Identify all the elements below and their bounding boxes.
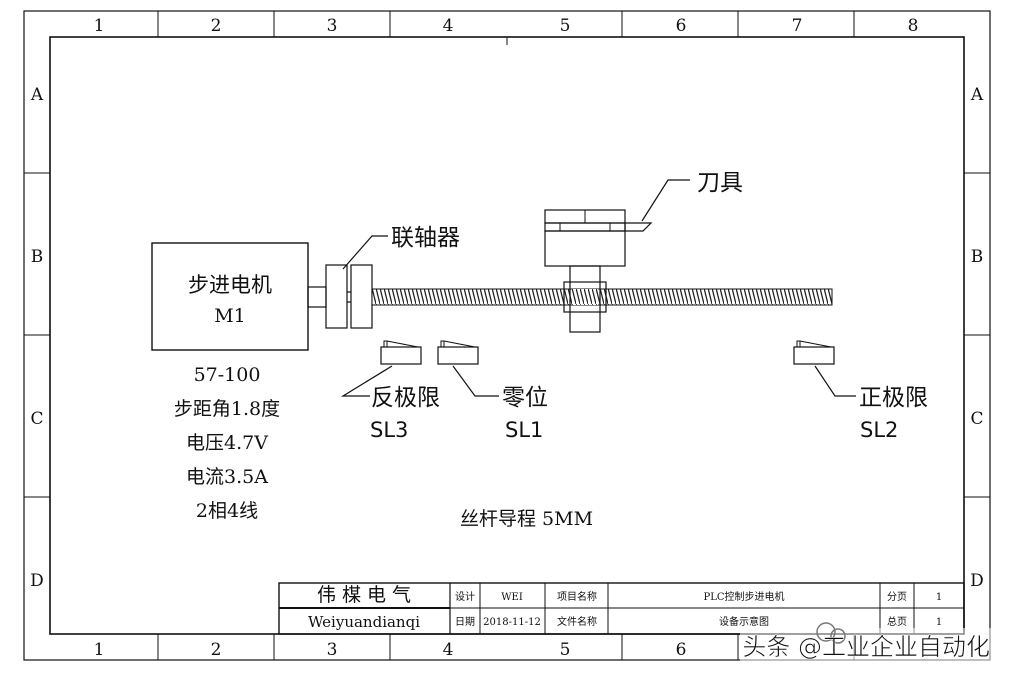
carriage-block <box>544 230 626 267</box>
col-label-top-2: 2 <box>211 16 222 36</box>
row-label-right-a: A <box>970 85 984 105</box>
motor-shaft <box>307 286 327 308</box>
tool-blade <box>624 222 653 232</box>
limit-switch-sl2 <box>793 340 835 365</box>
col-label-top-8: 8 <box>908 16 919 36</box>
sheet-value: 1 <box>936 592 942 603</box>
design-label: 设计 <box>455 590 475 603</box>
outer-frame <box>23 10 991 661</box>
total-value: 1 <box>936 617 942 628</box>
company-name: 伟 楳 电 气 <box>317 584 411 606</box>
col-label-bottom-3: 3 <box>327 640 338 660</box>
motor-spec-voltage: 电压4.7V <box>186 432 268 454</box>
coupling-right-half <box>350 264 373 329</box>
zero-id: SL1 <box>505 418 543 442</box>
file-label: 文件名称 <box>557 615 597 628</box>
col-label-bottom-1: 1 <box>94 640 105 660</box>
col-label-bottom-4: 4 <box>443 640 454 660</box>
col-label-top-3: 3 <box>327 16 338 36</box>
zero-label: 零位 <box>502 385 548 411</box>
motor-spec-wiring: 2相4线 <box>196 500 258 522</box>
date-value: 2018-11-12 <box>483 617 541 628</box>
company-pinyin: Weiyuandianqi <box>308 613 420 631</box>
row-label-left-a: A <box>30 85 44 105</box>
row-label-left-b: B <box>31 247 44 267</box>
pos-limit-label: 正极限 <box>859 385 928 411</box>
file-value: 设备示意图 <box>719 615 769 628</box>
motor-spec-model: 57-100 <box>194 364 261 386</box>
col-label-bottom-6: 6 <box>676 640 687 660</box>
row-label-left-d: D <box>30 571 44 591</box>
pos-limit-id: SL2 <box>860 418 898 442</box>
title-block <box>278 582 965 635</box>
watermark-text: 头条 @工业企业自动化 <box>742 633 990 661</box>
col-label-top-1: 1 <box>94 16 105 36</box>
date-label: 日期 <box>455 616 475 628</box>
sheet-label: 分页 <box>887 591 907 603</box>
col-label-top-6: 6 <box>676 16 687 36</box>
total-label: 总页 <box>887 615 907 628</box>
lead-screw <box>371 288 833 306</box>
watermark-logo-icon <box>816 622 846 644</box>
col-label-bottom-2: 2 <box>211 640 222 660</box>
watermark: 头条 @工业企业自动化 <box>740 622 995 662</box>
col-label-top-7: 7 <box>792 16 803 36</box>
tool-label: 刀具 <box>697 170 743 196</box>
project-label: 项目名称 <box>557 590 597 603</box>
screw-nut <box>569 265 601 333</box>
row-label-left-c: C <box>30 409 43 429</box>
row-label-right-c: C <box>970 409 983 429</box>
lead-note: 丝杆导程 5MM <box>460 508 593 530</box>
motor-spec-current: 电流3.5A <box>186 466 268 488</box>
coupling-label: 联轴器 <box>391 225 460 251</box>
neg-limit-label: 反极限 <box>371 385 440 411</box>
col-label-top-4: 4 <box>443 16 454 36</box>
col-label-top-5: 5 <box>560 16 571 36</box>
limit-switch-sl1 <box>437 340 479 365</box>
project-value: PLC控制步进电机 <box>703 590 784 603</box>
row-label-right-d: D <box>970 571 984 591</box>
col-label-bottom-5: 5 <box>560 640 571 660</box>
row-label-right-b: B <box>971 247 984 267</box>
inner-frame <box>49 36 965 635</box>
limit-switch-sl3 <box>380 340 422 365</box>
design-value: WEI <box>501 592 523 603</box>
motor-name: 步进电机 <box>188 273 272 297</box>
neg-limit-id: SL3 <box>370 418 408 442</box>
coupling-left-half <box>325 264 348 329</box>
motor-id: M1 <box>214 305 246 327</box>
motor-spec-step-angle: 步距角1.8度 <box>174 398 280 420</box>
